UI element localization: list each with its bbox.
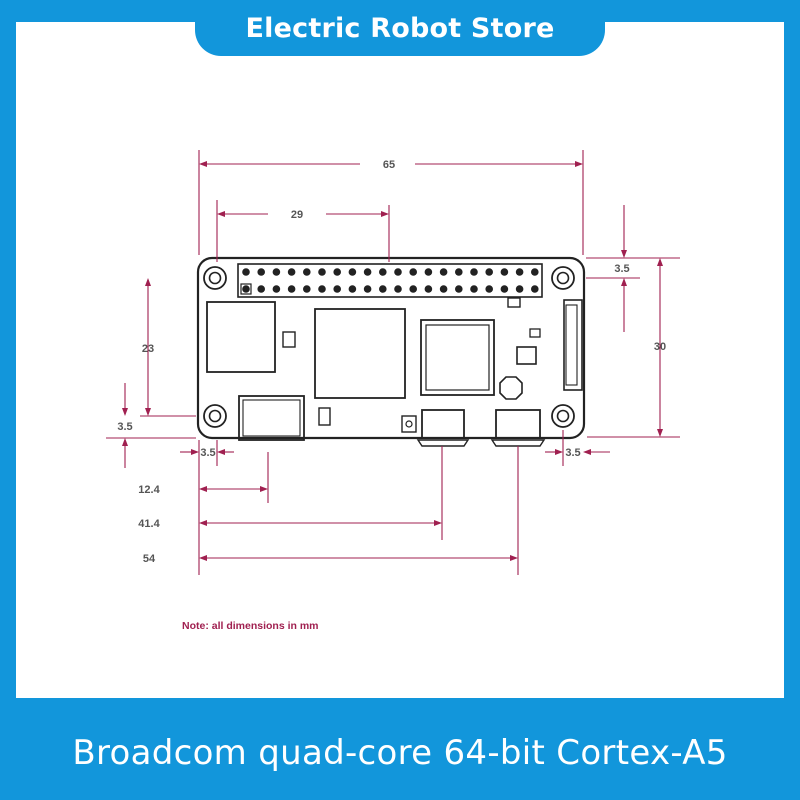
gpio-pin — [424, 268, 433, 276]
gpio-pin — [333, 268, 342, 276]
crystal-component — [499, 376, 523, 400]
mounting-hole-top-left — [203, 266, 227, 290]
caption-bar: Broadcom quad-core 64-bit Cortex-A5 — [0, 706, 800, 800]
dimension-lines — [106, 150, 680, 575]
gpio-pin — [318, 268, 326, 276]
gpio-pin — [485, 285, 494, 293]
board-outline — [196, 256, 586, 440]
camera-connector-inner — [565, 304, 578, 386]
product-caption: Broadcom quad-core 64-bit Cortex-A5 — [72, 733, 728, 773]
mounting-hole-top-right — [551, 266, 575, 290]
gpio-pin — [303, 285, 311, 293]
gpio-pin — [394, 268, 402, 276]
units-note: Note: all dimensions in mm — [182, 620, 319, 632]
gpio-pin — [515, 285, 524, 293]
gpio-pin — [485, 268, 494, 276]
gpio-pin — [455, 268, 463, 276]
gpio-pin — [272, 268, 281, 276]
gpio-pin — [242, 285, 250, 293]
gpio-pin — [394, 285, 402, 293]
gpio-pin — [379, 285, 387, 293]
gpio-pin — [287, 268, 296, 276]
gpio-pin — [287, 285, 296, 293]
dim-label-top-right-3-5: 3.5 — [614, 263, 629, 275]
dim-label-29: 29 — [291, 209, 303, 221]
sd-card-slot-inner — [242, 399, 301, 437]
micro-usb-port-right — [490, 409, 546, 447]
store-banner: Electric Robot Store — [195, 0, 605, 56]
dim-label-54: 54 — [143, 553, 156, 565]
store-name: Electric Robot Store — [245, 12, 555, 44]
gpio-pin — [303, 268, 311, 276]
gpio-pin — [257, 285, 266, 293]
gpio-pin — [409, 285, 418, 293]
soc-chip — [314, 308, 406, 399]
gpio-pin — [470, 268, 478, 276]
soc-small-component — [318, 407, 331, 426]
gpio-pin — [500, 268, 509, 276]
dim-label-41-4: 41.4 — [138, 518, 160, 530]
gpio-pin — [379, 268, 387, 276]
dim-label-65: 65 — [383, 159, 395, 171]
camera-connector — [563, 299, 583, 391]
dim-label-bottom-left-3-5: 3.5 — [200, 447, 215, 459]
gpio-pin — [257, 268, 266, 276]
wireless-chip-inner — [425, 324, 490, 391]
gpio-pin — [531, 268, 539, 276]
left-small-component — [282, 331, 296, 348]
gpio-pin — [470, 285, 478, 293]
gpio-pin — [439, 268, 448, 276]
gpio-pin — [515, 268, 524, 276]
gpio-pin — [318, 285, 326, 293]
gpio-pin1-marker — [240, 283, 252, 295]
gpio-pin — [455, 285, 463, 293]
gpio-pins — [240, 268, 539, 295]
mounting-hole-bottom-left — [203, 404, 227, 428]
gpio-pin — [272, 285, 281, 293]
mounting-hole-bottom-right — [551, 404, 575, 428]
gpio-pin — [242, 268, 250, 276]
dim-label-12-4: 12.4 — [138, 484, 160, 496]
gpio-pin — [363, 268, 372, 276]
micro-usb-port-left — [416, 409, 470, 447]
dim-label-30: 30 — [654, 341, 666, 353]
gpio-header — [237, 263, 543, 298]
dim-label-bottom-right-3-5: 3.5 — [565, 447, 580, 459]
antenna-connector — [401, 415, 417, 433]
gpio-pin — [363, 285, 372, 293]
right-small-component-a — [529, 328, 541, 338]
wireless-chip — [420, 319, 495, 396]
sd-card-slot — [238, 395, 305, 441]
gpio-pin — [348, 268, 357, 276]
gpio-pin — [500, 285, 509, 293]
gpio-pin — [409, 268, 418, 276]
dimension-arrowheads — [122, 161, 663, 561]
gpio-pin — [348, 285, 357, 293]
dim-label-left-3-5: 3.5 — [117, 421, 132, 433]
gpio-pin — [531, 285, 539, 293]
dim-label-23: 23 — [142, 343, 154, 355]
left-chip — [206, 301, 276, 373]
right-small-component-b — [516, 346, 537, 365]
small-chip — [507, 297, 521, 308]
gpio-pin — [439, 285, 448, 293]
gpio-pin — [424, 285, 433, 293]
gpio-pin — [333, 285, 342, 293]
antenna-connector-pin — [405, 420, 413, 428]
